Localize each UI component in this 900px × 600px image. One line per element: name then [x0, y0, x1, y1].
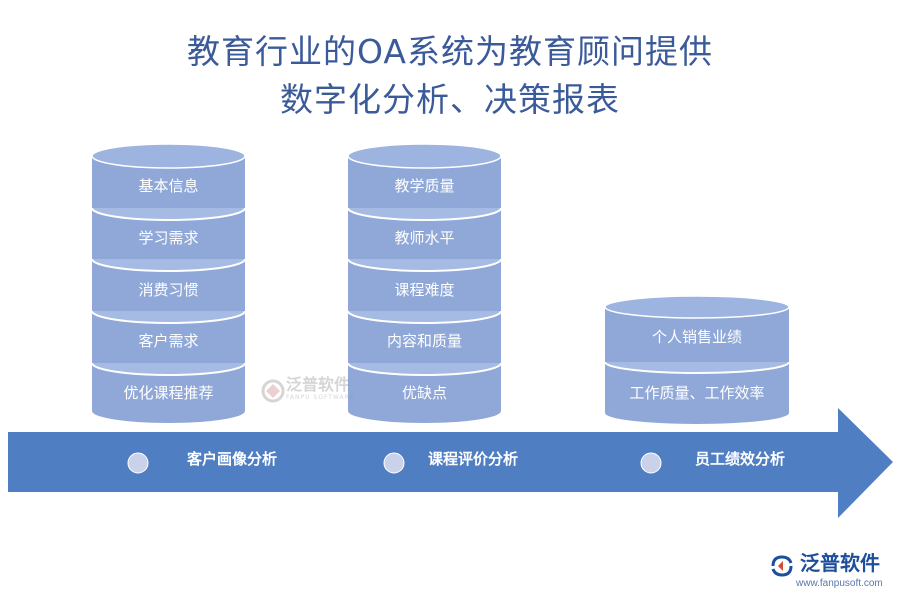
brand-url: www.fanpusoft.com — [796, 578, 883, 589]
timeline-arrow — [8, 408, 893, 518]
segment-label: 客户需求 — [138, 332, 199, 350]
segment-label: 课程难度 — [394, 281, 455, 299]
segment-label: 优化课程推荐 — [123, 384, 214, 402]
watermark: 泛普软件 FANPU SOFTWARE — [258, 376, 355, 402]
segment-label: 优缺点 — [401, 384, 447, 402]
fanpu-logo-icon — [771, 555, 793, 577]
segment-label: 工作质量、工作效率 — [629, 384, 765, 402]
segment-label: 教师水平 — [394, 229, 455, 247]
segment-label: 内容和质量 — [386, 332, 462, 350]
timeline-dot-3 — [640, 452, 662, 474]
timeline-dot-1 — [127, 452, 149, 474]
segment-label: 学习需求 — [138, 229, 199, 247]
segment-label: 基本信息 — [138, 177, 199, 195]
title-line-2: 数字化分析、决策报表 — [280, 80, 620, 119]
watermark-subtext: FANPU SOFTWARE — [286, 394, 355, 401]
category-label-customer: 客户画像分析 — [187, 450, 278, 468]
segment-label: 消费习惯 — [138, 281, 199, 299]
brand-logo: 泛普软件 — [770, 551, 880, 575]
segment-label: 个人销售业绩 — [651, 328, 742, 346]
cylinder-stack-customer — [91, 143, 246, 423]
brand-logo-text: 泛普软件 — [800, 551, 880, 575]
watermark-text: 泛普软件 — [286, 375, 351, 394]
title-line-1: 教育行业的OA系统为教育顾问提供 — [187, 32, 713, 71]
segment-label: 教学质量 — [394, 177, 455, 195]
timeline-dot-2 — [383, 452, 405, 474]
cylinder-stack-course — [347, 143, 502, 423]
category-label-course: 课程评价分析 — [428, 450, 519, 468]
cylinder-stack-staff — [604, 295, 790, 424]
category-label-staff: 员工绩效分析 — [695, 450, 786, 468]
watermark-logo-icon — [261, 379, 285, 403]
